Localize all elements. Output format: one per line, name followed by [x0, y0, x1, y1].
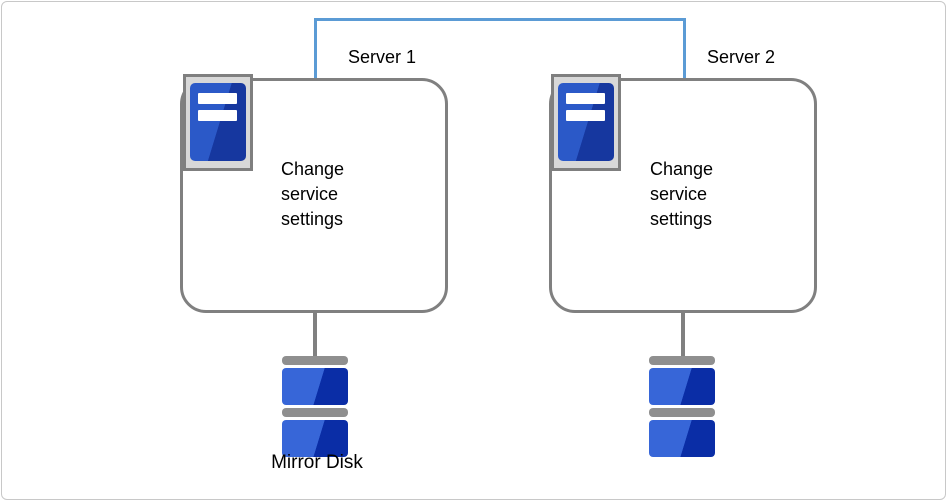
mirror-disk-stack-icon	[282, 356, 348, 460]
server1-box-text: Change service settings	[281, 159, 345, 229]
interconnect-line-left	[314, 18, 317, 78]
server2-box: Change service settings	[549, 78, 817, 313]
interconnect-line-horizontal	[314, 18, 686, 21]
server-icon	[183, 74, 253, 171]
disk-connector-line-left	[313, 311, 317, 357]
server-drive-bay-icon	[198, 93, 237, 104]
server2-label: Server 2	[707, 47, 776, 67]
server-drive-bay-icon	[566, 93, 605, 104]
disk-platter-icon	[282, 368, 348, 405]
server-icon	[551, 74, 621, 171]
disk-connector-line-right	[681, 311, 685, 357]
server-drive-bay-icon	[198, 110, 237, 121]
disk-platter-icon	[282, 420, 348, 457]
disk-cap-icon	[649, 356, 715, 365]
disk-platter-icon	[649, 368, 715, 405]
disk-platter-icon	[649, 420, 715, 457]
disk-cap-icon	[649, 408, 715, 417]
server2-box-text: Change service settings	[650, 159, 714, 229]
interconnect-line-right	[683, 18, 686, 78]
mirror-disk-label: Mirror Disk	[271, 452, 363, 473]
server-drive-bay-icon	[566, 110, 605, 121]
disk-cap-icon	[282, 408, 348, 417]
server-tower-icon	[190, 83, 246, 161]
disk-cap-icon	[282, 356, 348, 365]
server1-label: Server 1	[348, 47, 417, 67]
server-tower-icon	[558, 83, 614, 161]
mirror-disk-stack-icon	[649, 356, 715, 460]
